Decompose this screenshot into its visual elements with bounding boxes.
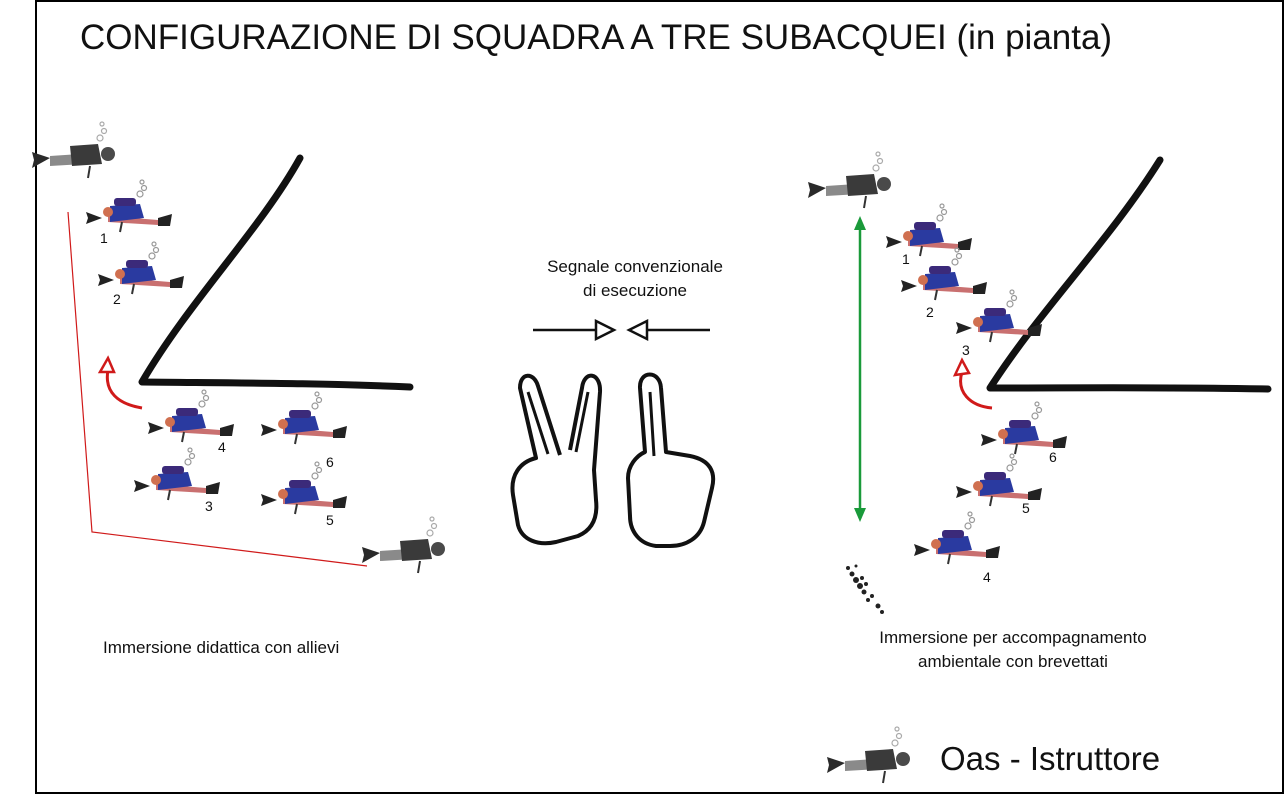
diagram-frame bbox=[35, 0, 1284, 794]
legend-label: Oas - Istruttore bbox=[940, 740, 1161, 777]
left-number-6: 6 bbox=[326, 454, 334, 470]
signal-caption: Segnale convenzionale di esecuzione bbox=[505, 255, 765, 303]
left-wall-line bbox=[138, 154, 414, 391]
right-turn-arrow bbox=[952, 357, 993, 410]
left-number-1: 1 bbox=[100, 230, 108, 246]
left-student-1 bbox=[85, 179, 173, 233]
right-instructor-bottom bbox=[846, 564, 884, 614]
signal-arrows bbox=[533, 318, 710, 342]
left-number-5: 5 bbox=[326, 512, 334, 528]
signal-caption-line2: di esecuzione bbox=[583, 281, 687, 300]
right-number-1: 1 bbox=[902, 251, 910, 267]
right-caption-line2: ambientale con brevettati bbox=[918, 652, 1108, 671]
right-student-4 bbox=[913, 511, 1001, 565]
left-turn-arrow bbox=[97, 355, 143, 410]
left-student-5 bbox=[260, 461, 348, 515]
two-fingers-hand-icon bbox=[510, 373, 603, 546]
left-student-2 bbox=[97, 241, 185, 295]
right-wall-line bbox=[986, 156, 1272, 393]
right-instructor-top bbox=[807, 151, 892, 209]
right-number-3: 3 bbox=[962, 342, 970, 358]
left-student-3 bbox=[133, 447, 221, 501]
right-student-3 bbox=[955, 289, 1043, 343]
left-number-2: 2 bbox=[113, 291, 121, 307]
left-number-3: 3 bbox=[205, 498, 213, 514]
right-student-1 bbox=[885, 203, 973, 257]
left-panel: 1 2 4 6 3 5 bbox=[31, 121, 446, 574]
left-instructor-bottom bbox=[361, 516, 446, 574]
diagram-title: CONFIGURAZIONE DI SQUADRA A TRE SUBACQUE… bbox=[80, 18, 1113, 57]
index-finger-hand-icon bbox=[626, 372, 716, 548]
right-number-2: 2 bbox=[926, 304, 934, 320]
right-panel-caption: Immersione per accompagnamento ambiental… bbox=[843, 626, 1183, 674]
right-student-6 bbox=[980, 401, 1068, 455]
right-caption-line1: Immersione per accompagnamento bbox=[879, 628, 1147, 647]
left-guide-line bbox=[67, 211, 368, 567]
left-number-4: 4 bbox=[218, 439, 226, 455]
left-panel-caption: Immersione didattica con allievi bbox=[103, 638, 340, 657]
instructor-diver-icon bbox=[826, 726, 911, 784]
right-distance-arrow bbox=[854, 216, 866, 522]
right-student-5 bbox=[955, 453, 1043, 507]
right-number-4: 4 bbox=[983, 569, 991, 585]
right-number-6: 6 bbox=[1049, 449, 1057, 465]
right-number-5: 5 bbox=[1022, 500, 1030, 516]
left-student-6 bbox=[260, 391, 348, 445]
right-panel: 1 2 3 6 5 4 bbox=[807, 151, 1272, 614]
right-student-2 bbox=[900, 247, 988, 301]
left-student-4 bbox=[147, 389, 235, 443]
left-instructor-top bbox=[31, 121, 116, 179]
signal-caption-line1: Segnale convenzionale bbox=[547, 257, 723, 276]
